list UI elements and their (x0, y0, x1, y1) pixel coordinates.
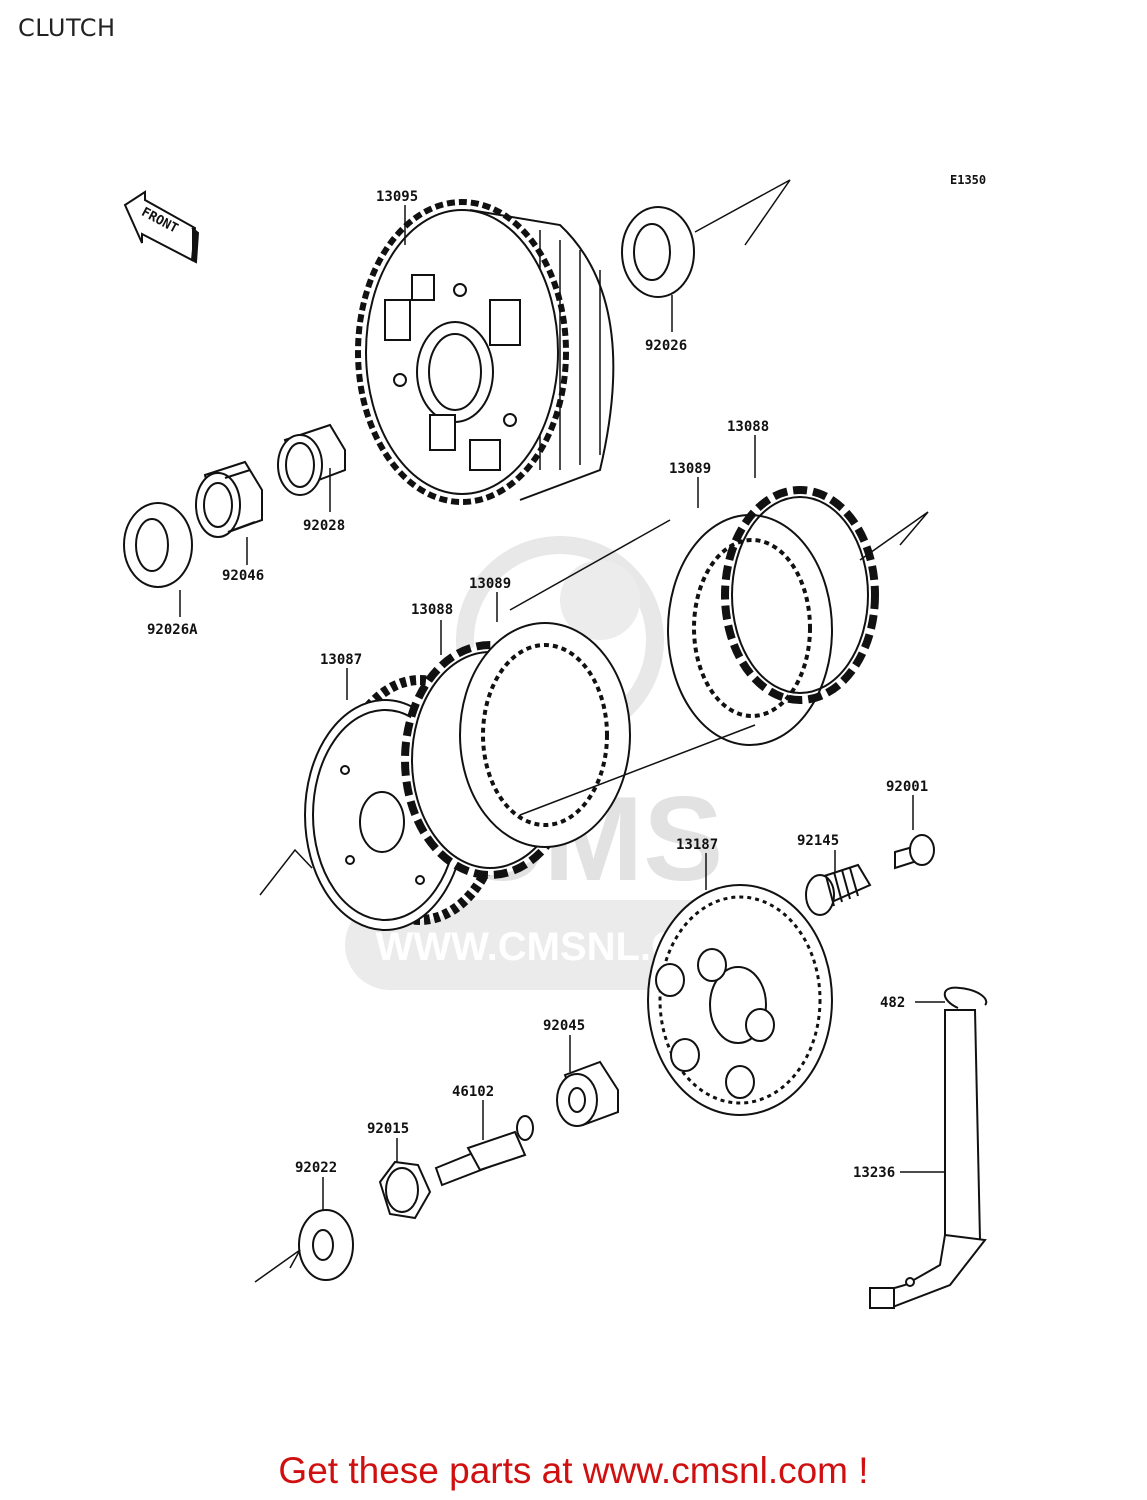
leader-lines (179, 205, 945, 1210)
diagram-code: E1350 (950, 173, 986, 187)
push-rod-46102 (434, 1115, 534, 1187)
circlip-482 (943, 986, 988, 1009)
needle-bearing-92046 (195, 460, 263, 538)
part-label-92026: 92026 (645, 338, 687, 354)
part-label-92015: 92015 (367, 1121, 409, 1137)
washer-92022 (298, 1209, 354, 1281)
clutch-exploded-diagram: CMS WWW.CMSNL.COM E1350 FRONT (123, 173, 988, 1309)
steel-plate-13089-rear (667, 514, 833, 746)
part-label-46102: 46102 (452, 1084, 494, 1100)
bolt-92001 (894, 834, 935, 870)
steel-plate-13089-front (459, 622, 631, 848)
pressure-plate-13187 (647, 884, 833, 1116)
spring-92145 (805, 863, 872, 916)
front-arrow-icon: FRONT (123, 190, 200, 264)
part-label-92022: 92022 (295, 1160, 337, 1176)
ball-bearing-92045 (556, 1060, 619, 1127)
part-label-92001: 92001 (886, 779, 928, 795)
part-label-482: 482 (880, 995, 905, 1011)
part-label-13089-rear: 13089 (669, 461, 711, 477)
sleeve-92028 (277, 423, 346, 496)
part-label-13095: 13095 (376, 189, 418, 205)
part-label-92045: 92045 (543, 1018, 585, 1034)
washer-92026a (123, 502, 193, 588)
part-label-92028: 92028 (303, 518, 345, 534)
part-label-13187: 13187 (676, 837, 718, 853)
part-label-13236: 13236 (853, 1165, 895, 1181)
part-label-92145: 92145 (797, 833, 839, 849)
friction-plate-13088-rear (721, 486, 879, 704)
part-label-92026a: 92026A (147, 622, 198, 638)
alignment-lines (254, 179, 929, 1283)
page-title: CLUTCH (18, 14, 116, 42)
part-label-13089-front: 13089 (469, 576, 511, 592)
nut-92015 (378, 1160, 432, 1220)
part-label-13088-rear: 13088 (727, 419, 769, 435)
part-label-92046: 92046 (222, 568, 264, 584)
clutch-housing-13095 (355, 199, 615, 505)
release-shaft-13236 (869, 1009, 987, 1309)
thrust-washer-92026 (621, 206, 695, 298)
part-label-13088-front: 13088 (411, 602, 453, 618)
part-labels: 13095 92026 92028 92046 92026A 13088 130… (147, 189, 928, 1181)
footer-cta-link[interactable]: Get these parts at www.cmsnl.com ! (278, 1450, 869, 1491)
part-label-13087: 13087 (320, 652, 362, 668)
